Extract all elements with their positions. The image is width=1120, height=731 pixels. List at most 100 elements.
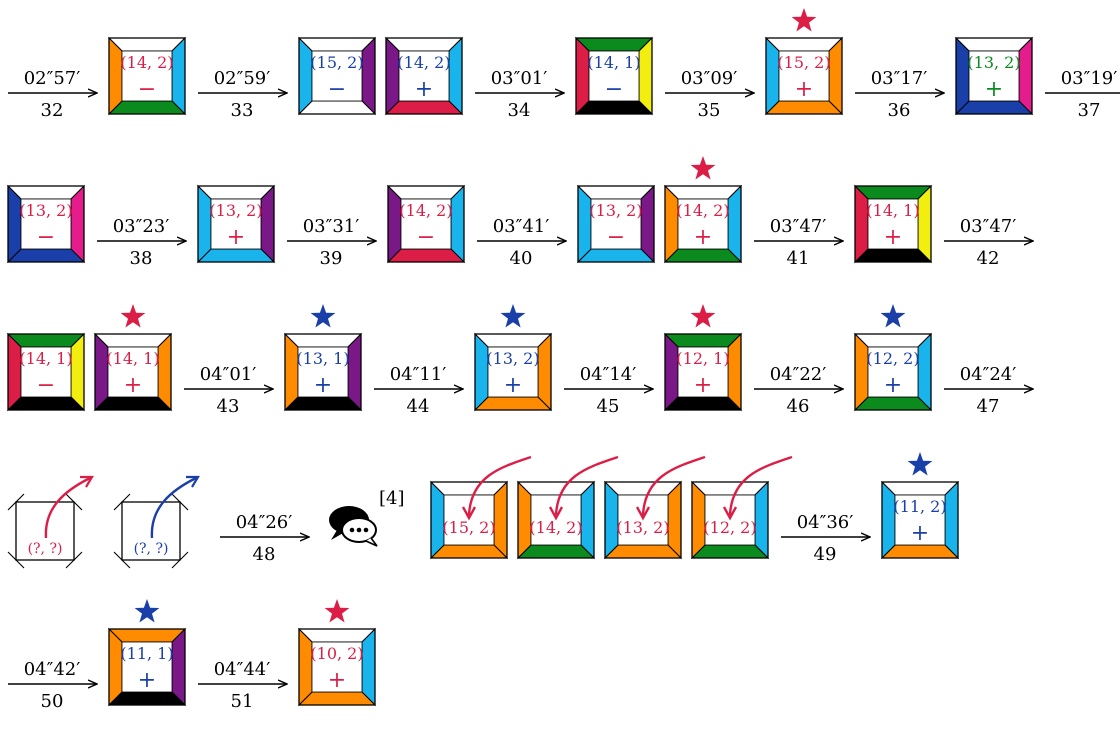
tile-edge-left [298, 627, 313, 707]
position-label: (13, 2) [19, 201, 72, 220]
tile-center [121, 50, 173, 102]
corner-mark [171, 493, 189, 511]
piece-tile: (11, 1)+ [107, 599, 187, 707]
rotation-arrow [467, 455, 532, 516]
tile-center [968, 50, 1020, 102]
move-sign: − [138, 77, 156, 102]
transition-arrow: 03″23′38 [97, 216, 185, 269]
elapsed-time: 04″24′ [960, 364, 1017, 385]
position-label: (15, 2) [310, 53, 363, 72]
piece-tile: (14, 1)+ [853, 184, 933, 264]
position-label: (14, 2) [399, 201, 452, 220]
move-sign: + [884, 225, 902, 250]
elapsed-time: 03″01′ [491, 68, 548, 89]
elapsed-time: 03″09′ [681, 68, 738, 89]
position-label: (11, 2) [893, 497, 946, 516]
transition-arrow: 03″31′39 [287, 216, 375, 269]
piece-tile: (14, 2)+ [384, 36, 464, 116]
tile-center [894, 494, 946, 546]
tile-edge-left [854, 332, 869, 412]
piece-tile: (14, 2)− [386, 184, 466, 264]
elapsed-time: 03″47′ [770, 216, 827, 237]
star-icon [134, 599, 160, 623]
elapsed-time: 04″26′ [236, 512, 293, 533]
piece-tile: (13, 1)+ [283, 304, 363, 412]
elapsed-time: 04″44′ [214, 659, 271, 680]
tile-frame [604, 481, 682, 559]
move-sign: + [227, 225, 245, 250]
tile-frame [577, 185, 655, 263]
tile-center [677, 346, 729, 398]
tile-center [677, 198, 729, 250]
star-icon [880, 304, 906, 328]
transition-arrow: 04″24′ 47 [944, 364, 1032, 417]
elapsed-time: 02″59′ [214, 68, 271, 89]
elapsed-time: 03″47′ [960, 216, 1017, 237]
tile-frame [664, 333, 742, 411]
corner-mark [171, 551, 189, 569]
tile-center [121, 641, 173, 693]
tile-frame [298, 37, 376, 115]
position-label: (15, 2) [777, 53, 830, 72]
star-icon [500, 304, 526, 328]
step-number: 47 [977, 396, 1000, 417]
bubble-dot [349, 527, 355, 533]
piece-tile: (14, 2)+ [663, 156, 743, 264]
piece-tile: (11, 2)+ [880, 452, 960, 560]
chat-icon: [4] [329, 488, 405, 547]
tile-frame [7, 185, 85, 263]
piece-tile: (13, 2)+ [473, 304, 553, 412]
tile-frame [854, 185, 932, 263]
tile-frame [108, 628, 186, 706]
piece-tile: (15, 2)+ [764, 8, 844, 116]
tile-edge-left [298, 36, 313, 116]
position-label: (13, 2) [209, 201, 262, 220]
position-label: (12, 1) [676, 349, 729, 368]
corner-mark [113, 551, 131, 569]
piece-tile: (13, 2) [603, 455, 706, 560]
star-icon [690, 156, 716, 180]
tile-edge-left [197, 184, 212, 264]
elapsed-time: 03″41′ [493, 216, 550, 237]
move-sign: + [124, 373, 142, 398]
piece-tile: (13, 2)− [6, 184, 86, 264]
piece-tile: (14, 2) [516, 455, 619, 560]
tile-edge-left [7, 184, 22, 264]
tile-edge-left [664, 184, 679, 264]
piece-tile: (14, 1)− [574, 36, 654, 116]
transition-arrow: 03″47′41 [754, 216, 842, 269]
step-number: 49 [814, 544, 837, 565]
position-label: (14, 2) [676, 201, 729, 220]
piece-tile: (14, 2)− [107, 36, 187, 116]
tile-edge-left [575, 36, 590, 116]
tile-frame [854, 333, 932, 411]
transition-arrow: 04″11′44 [374, 364, 462, 417]
rotation-arrow [728, 455, 793, 516]
tile-frame [197, 185, 275, 263]
piece-tile: (13, 2)+ [954, 36, 1034, 116]
transition-arrow: 03″17′36 [855, 68, 943, 121]
corner-mark [7, 493, 25, 511]
move-sign: + [415, 77, 433, 102]
tile-edge-left [664, 332, 679, 412]
exit-arrow [44, 476, 91, 539]
transition-arrow: 04″36′49 [781, 512, 869, 565]
transition-arrow: 04″01′43 [184, 364, 272, 417]
step-number: 51 [231, 691, 254, 712]
tile-frame [298, 628, 376, 706]
step-number: 48 [253, 544, 276, 565]
elapsed-time: 04″22′ [770, 364, 827, 385]
tile-edge-left [955, 36, 970, 116]
position-label: (13, 2) [486, 349, 539, 368]
piece-tile: (13, 2)− [576, 184, 656, 264]
corner-mark [113, 493, 131, 511]
transition-arrow: 03″19′37 [1045, 68, 1120, 121]
tile-center [778, 50, 830, 102]
star-icon [120, 304, 146, 328]
move-sign: + [985, 77, 1003, 102]
piece-tile: (12, 1)+ [663, 304, 743, 412]
tile-edge-left [385, 36, 400, 116]
tile-edge-left [7, 332, 22, 412]
bubble-dot [363, 527, 369, 533]
tile-frame [387, 185, 465, 263]
